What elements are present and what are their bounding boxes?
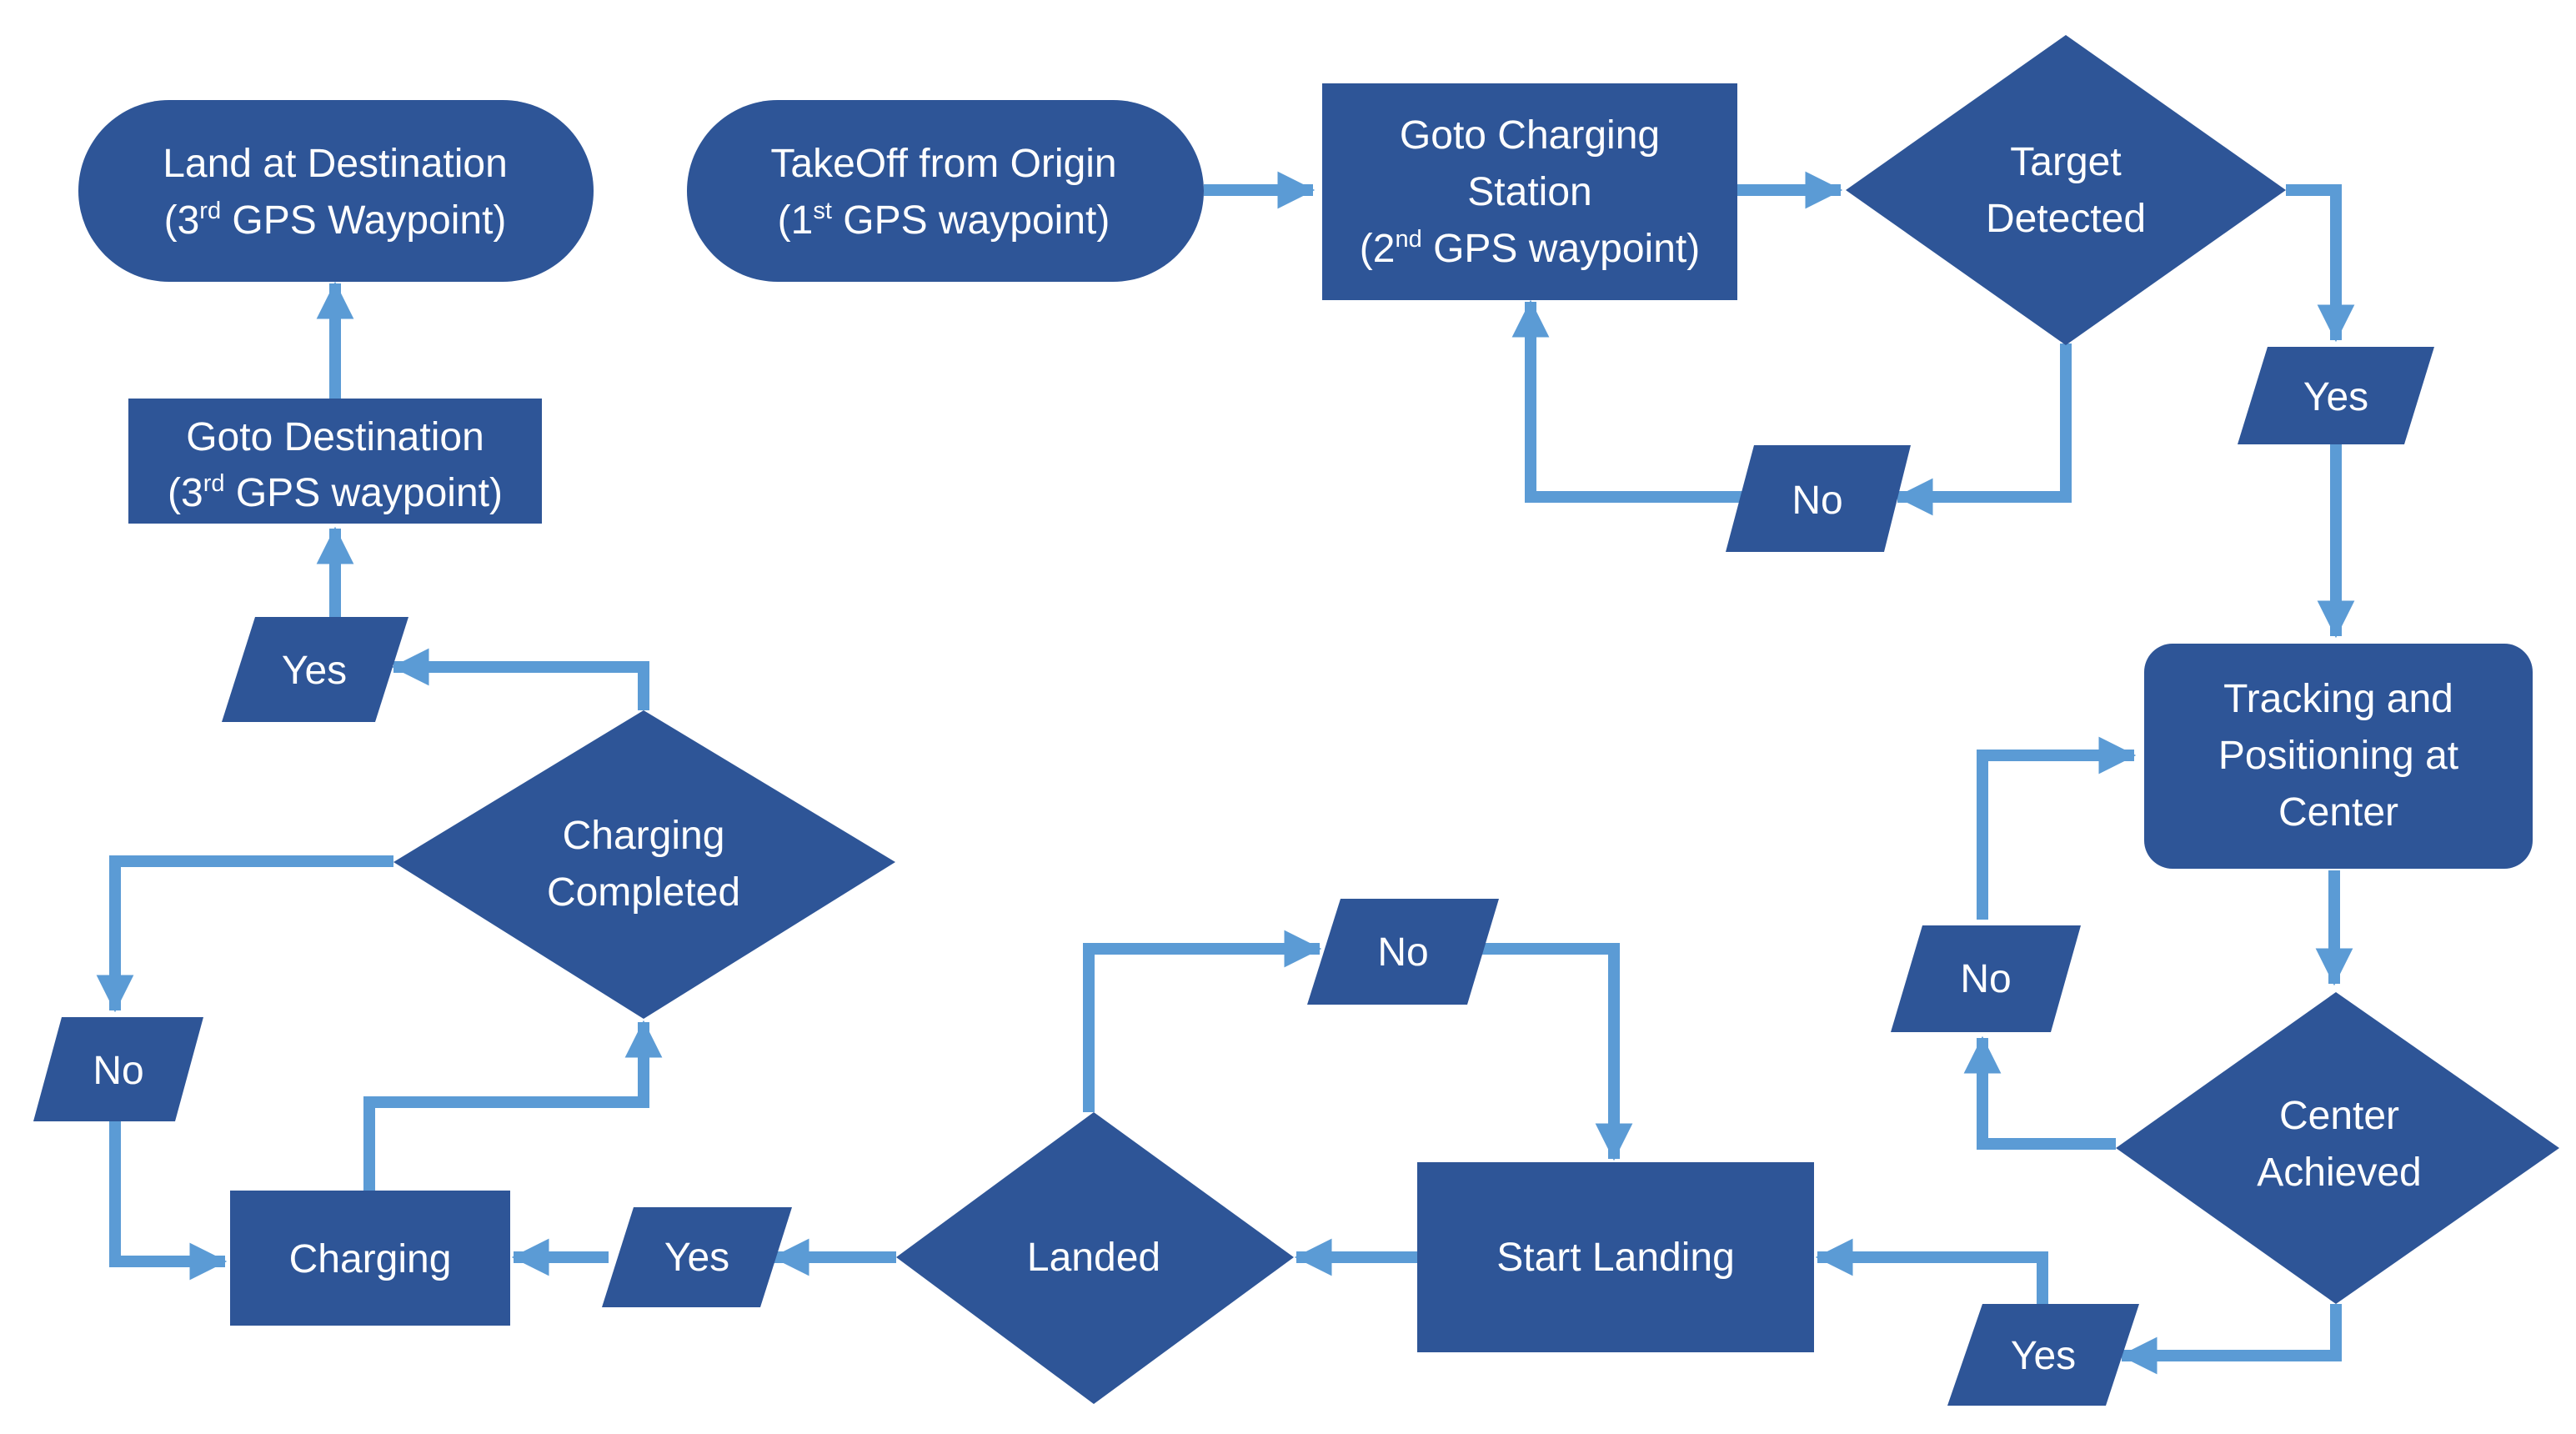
arrow-target-to-yes — [2286, 184, 2355, 343]
no-target-io — [1726, 445, 1911, 552]
charging-label: Charging — [289, 1237, 452, 1281]
no-landed-label: No — [1377, 930, 1428, 975]
center-achieved-decision — [2116, 992, 2559, 1304]
landed-label: Landed — [1027, 1236, 1160, 1280]
labels: Land at Destination (3rd GPS Waypoint) T… — [93, 113, 2458, 1378]
goto-destination-process — [128, 399, 542, 524]
goto-destination-line1: Goto Destination — [186, 415, 484, 459]
charging-completed-line1: Charging — [563, 814, 725, 858]
no-center-io — [1891, 925, 2081, 1032]
charging-completed-line2: Completed — [547, 870, 740, 915]
charging-process — [230, 1191, 510, 1326]
arrow-landed-to-no — [1083, 930, 1322, 1112]
arrow-no-to-start-landing — [1474, 943, 1633, 1161]
tracking-process — [2144, 644, 2533, 869]
no-target-label: No — [1792, 479, 1842, 523]
land-at-destination-terminal — [78, 100, 594, 282]
arrow-charging-completed-to-yes — [391, 648, 649, 710]
land-dest-line2: (3rd GPS Waypoint) — [164, 198, 507, 243]
no-center-label: No — [1960, 957, 2011, 1001]
yes-center-label: Yes — [2011, 1334, 2076, 1378]
arrow-yes-to-start-landing — [1815, 1238, 2048, 1305]
yes-center-io — [1947, 1304, 2139, 1406]
arrow-charging-to-charging-completed — [363, 1020, 663, 1191]
arrow-no-to-goto-charging — [1511, 299, 1744, 503]
yes-landed-io — [602, 1207, 792, 1307]
center-line2: Achieved — [2257, 1151, 2421, 1195]
yes-target-io — [2238, 347, 2434, 444]
arrow-target-to-no — [1895, 343, 2072, 516]
target-line1: Target — [2010, 140, 2121, 184]
yes-target-label: Yes — [2303, 375, 2368, 419]
takeoff-line1: TakeOff from Origin — [770, 142, 1116, 186]
target-line2: Detected — [1986, 197, 2146, 241]
yes-charging-completed-label: Yes — [282, 649, 347, 693]
goto-charging-line2: Station — [1467, 170, 1591, 214]
connectors — [96, 171, 2355, 1375]
start-landing-process — [1417, 1162, 1814, 1352]
tracking-line2: Positioning at — [2218, 734, 2458, 778]
goto-destination-line2: (3rd GPS waypoint) — [168, 470, 503, 515]
center-line1: Center — [2279, 1094, 2399, 1138]
goto-charging-process — [1322, 83, 1737, 300]
no-charging-completed-label: No — [93, 1049, 143, 1093]
tracking-line1: Tracking and — [2223, 677, 2453, 721]
no-charging-completed-io — [33, 1017, 203, 1121]
tracking-line3: Center — [2278, 790, 2398, 835]
arrow-no-to-charging — [109, 1121, 228, 1281]
landed-decision — [896, 1112, 1294, 1404]
goto-charging-line3: (2nd GPS waypoint) — [1360, 226, 1700, 271]
no-landed-io — [1307, 899, 1499, 1005]
arrow-center-to-no — [1963, 1035, 2116, 1150]
shapes — [33, 35, 2559, 1406]
land-dest-line1: Land at Destination — [163, 142, 508, 186]
yes-charging-completed-io — [222, 617, 408, 722]
goto-charging-line1: Goto Charging — [1400, 113, 1660, 158]
takeoff-terminal — [687, 100, 1204, 282]
arrow-center-to-yes — [2119, 1304, 2342, 1375]
arrow-charging-completed-to-no — [96, 855, 393, 1013]
charging-completed-decision — [393, 710, 895, 1019]
yes-landed-label: Yes — [664, 1236, 729, 1280]
target-detected-decision — [1846, 35, 2286, 345]
start-landing-label: Start Landing — [1496, 1236, 1735, 1280]
takeoff-line2: (1st GPS waypoint) — [778, 198, 1110, 243]
arrow-no-to-tracking — [1977, 736, 2137, 920]
